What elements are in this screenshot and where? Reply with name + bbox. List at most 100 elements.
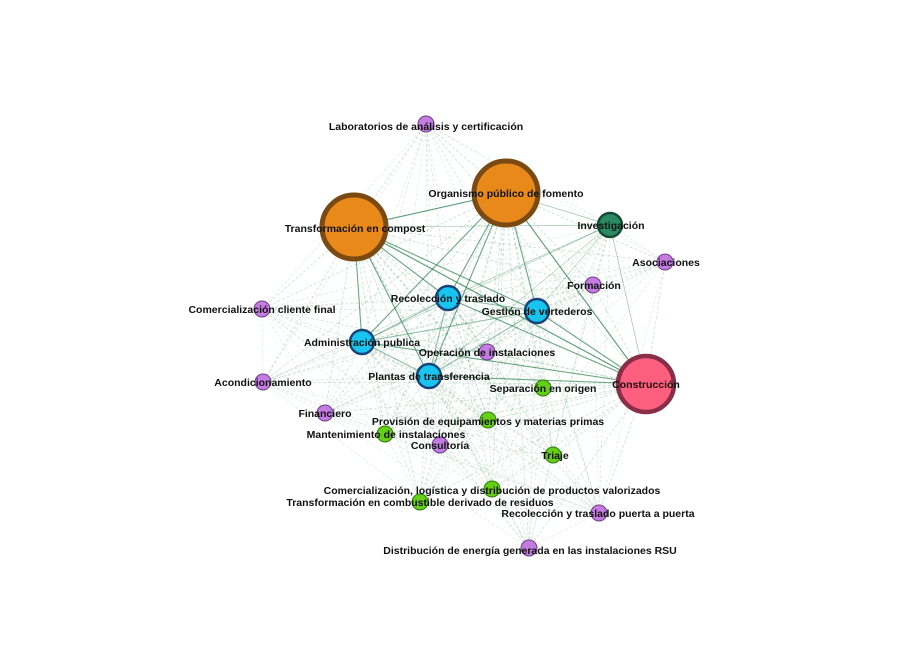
- label-administracion: Administración publica: [304, 337, 420, 349]
- edge-investigacion-puerta: [598, 224, 611, 514]
- edge-separacion-provision: [487, 387, 544, 421]
- edge-operacion-provision: [486, 351, 489, 421]
- edge-plantas-comercializacion_logistica: [428, 375, 493, 490]
- edge-construccion-financiero: [324, 383, 647, 414]
- edge-formacion-combustible: [419, 284, 594, 503]
- edge-separacion-triaje: [542, 387, 554, 456]
- edge-investigacion-mantenimiento: [384, 224, 611, 435]
- edge-administracion-separacion: [361, 341, 544, 389]
- edge-transformacion_compost-construccion: [353, 226, 647, 385]
- edge-laboratorios-administracion: [361, 123, 427, 343]
- edge-plantas-triaje: [428, 375, 554, 456]
- edge-recoleccion_traslado-construccion: [447, 297, 647, 385]
- edge-separacion-energia: [528, 387, 544, 549]
- label-transformacion-compost: Transformación en compost: [285, 223, 426, 235]
- edge-laboratorios-puerta: [425, 123, 600, 514]
- edge-operacion-consultoria: [439, 351, 488, 446]
- node-acondicionamiento: [254, 373, 272, 391]
- edge-gestion_vertederos-administracion: [361, 310, 538, 343]
- edge-transformacion_compost-investigacion: [353, 224, 611, 228]
- edge-asociaciones-comercializacion_cliente: [261, 261, 666, 310]
- edge-laboratorios-comercializacion_cliente: [261, 123, 427, 310]
- edge-recoleccion_traslado-separacion: [447, 297, 544, 389]
- node-formacion: [584, 276, 602, 294]
- edge-comercializacion_cliente-financiero: [261, 308, 326, 414]
- edge-triaje-comercializacion_logistica: [491, 454, 554, 490]
- edge-formacion-comercializacion_cliente: [261, 284, 594, 310]
- edge-administracion-consultoria: [361, 341, 441, 446]
- edge-triaje-puerta: [552, 454, 600, 514]
- edge-gestion_vertederos-plantas: [428, 310, 538, 377]
- edge-recoleccion_traslado-triaje: [447, 297, 554, 456]
- edge-construccion-acondicionamiento: [262, 381, 647, 385]
- edge-transformacion_compost-puerta: [353, 226, 600, 514]
- label-financiero: Financiero: [298, 408, 351, 420]
- edge-recoleccion_traslado-gestion_vertederos: [447, 297, 538, 312]
- edge-investigacion-gestion_vertederos: [536, 224, 611, 312]
- node-administracion: [348, 328, 376, 356]
- label-gestion-vertederos: Gestión de vertederos: [482, 306, 593, 318]
- edge-organismo-financiero: [324, 192, 507, 414]
- edge-financiero-energia: [324, 412, 530, 549]
- label-puerta: Recolección y traslado puerta a puerta: [501, 508, 694, 520]
- node-triaje: [544, 446, 562, 464]
- node-combustible: [411, 493, 429, 511]
- edge-transformacion_compost-comercializacion_logistica: [353, 226, 493, 490]
- label-asociaciones: Asociaciones: [632, 257, 700, 269]
- node-asociaciones: [656, 253, 674, 271]
- edge-transformacion_compost-separacion: [353, 226, 544, 389]
- node-investigacion: [596, 211, 624, 239]
- edge-gestion_vertederos-mantenimiento: [384, 310, 538, 435]
- edge-operacion-triaje: [486, 351, 554, 456]
- edge-financiero-comercializacion_logistica: [324, 412, 493, 490]
- edge-organismo-construccion: [505, 192, 647, 385]
- edge-investigacion-administracion: [361, 224, 611, 343]
- edge-recoleccion_traslado-plantas: [428, 297, 449, 377]
- edge-organismo-consultoria: [439, 192, 507, 446]
- edge-recoleccion_traslado-administracion: [361, 297, 449, 343]
- edge-construccion-plantas: [428, 375, 647, 385]
- edge-plantas-energia: [428, 375, 530, 549]
- edge-recoleccion_traslado-mantenimiento: [384, 297, 449, 435]
- node-operacion: [478, 343, 496, 361]
- label-energia: Distribución de energía generada en las …: [383, 545, 677, 557]
- edge-asociaciones-consultoria: [439, 261, 666, 446]
- edge-comercializacion_cliente-consultoria: [261, 308, 441, 446]
- label-organismo: Organismo público de fomento: [428, 188, 583, 200]
- edge-investigacion-provision: [487, 224, 611, 421]
- edge-administracion-acondicionamiento: [262, 341, 363, 383]
- edge-organismo-acondicionamiento: [262, 192, 507, 383]
- edge-investigacion-comercializacion_logistica: [491, 224, 611, 490]
- edge-investigacion-plantas: [428, 224, 611, 377]
- label-acondicionamiento: Acondicionamiento: [214, 377, 311, 389]
- node-puerta: [590, 504, 608, 522]
- edge-recoleccion_traslado-financiero: [324, 297, 449, 414]
- label-construccion: Construcción: [612, 379, 680, 391]
- edge-laboratorios-asociaciones: [425, 123, 666, 263]
- edge-administracion-puerta: [361, 341, 600, 514]
- edge-comercializacion_cliente-comercializacion_logistica: [261, 308, 493, 490]
- node-comercializacion-cliente: [253, 300, 271, 318]
- edge-recoleccion_traslado-consultoria: [439, 297, 449, 446]
- node-recoleccion-traslado: [434, 284, 462, 312]
- labels-layer: Laboratorios de análisis y certificación…: [188, 121, 700, 557]
- edge-mantenimiento-triaje: [384, 433, 554, 456]
- edge-mantenimiento-puerta: [384, 433, 600, 514]
- label-plantas: Plantas de transferencia: [368, 371, 490, 383]
- node-separacion: [534, 379, 552, 397]
- edge-investigacion-operacion: [486, 224, 611, 353]
- edge-organismo-comercializacion_logistica: [491, 192, 507, 490]
- edge-operacion-separacion: [486, 351, 544, 389]
- edge-operacion-combustible: [419, 351, 488, 503]
- edge-plantas-financiero: [324, 375, 430, 414]
- node-energia: [520, 539, 538, 557]
- edge-asociaciones-recoleccion_traslado: [447, 261, 666, 299]
- label-consultoria: Consultoría: [411, 440, 469, 452]
- edge-gestion_vertederos-acondicionamiento: [262, 310, 538, 383]
- edge-organismo-comercializacion_cliente: [261, 192, 507, 310]
- label-separacion: Separación en origen: [490, 383, 597, 395]
- edge-administracion-operacion: [361, 341, 488, 353]
- edge-recoleccion_traslado-puerta: [447, 297, 600, 514]
- edge-asociaciones-administracion: [361, 261, 666, 343]
- edge-recoleccion_traslado-provision: [447, 297, 489, 421]
